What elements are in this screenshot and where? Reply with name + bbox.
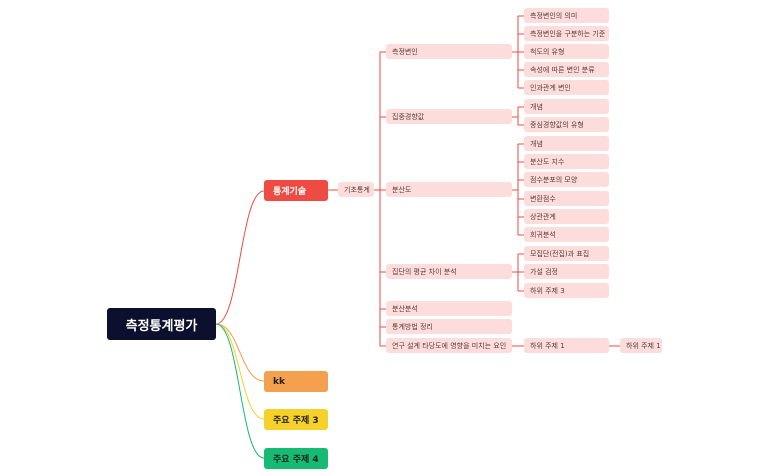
main-topic-kk[interactable]: kk [264,371,328,392]
subtopic-statistical-methods[interactable]: 통계방법 정리 [386,319,512,334]
root-topic[interactable]: 측정통계평가 [107,308,216,340]
leaf-subtopic-1[interactable]: 하위 주제 1 [524,338,609,353]
subtopic-central-tendency[interactable]: 집중경향값 [386,109,512,124]
leaf-causal-variables[interactable]: 인과관계 변인 [524,80,609,95]
leaf-central-concept[interactable]: 개념 [524,99,609,114]
connector-root-main-0 [215,190,265,325]
leaf-correlation[interactable]: 상관관계 [524,209,609,224]
connector-root-main-3 [215,323,265,459]
main-topic-4[interactable]: 주요 주제 4 [264,448,328,469]
subtopic-anova[interactable]: 분산분석 [386,301,512,316]
leaf-subtopic-1-child[interactable]: 하위 주제 1 [620,338,662,353]
leaf-transformed-scores[interactable]: 변환점수 [524,191,609,206]
leaf-scale-types[interactable]: 척도의 유형 [524,44,609,59]
leaf-hypothesis-test[interactable]: 가설 검정 [524,264,609,279]
leaf-distribution-shape[interactable]: 점수분포의 모양 [524,172,609,187]
main-topic-statistics[interactable]: 통계기술 [264,180,328,201]
subtopic-measurement-variables[interactable]: 측정변인 [386,44,512,59]
connector-root-main-2 [215,323,265,420]
subtopic-basic-statistics[interactable]: 기초통계 [338,182,374,197]
leaf-regression[interactable]: 회귀분석 [524,227,609,242]
leaf-variable-criteria[interactable]: 측정변인을 구분하는 기준 [524,26,609,41]
leaf-dispersion-index[interactable]: 분산도 지수 [524,154,609,169]
main-topic-3[interactable]: 주요 주제 3 [264,409,328,430]
leaf-central-types[interactable]: 중심경향값의 유형 [524,117,609,132]
subtopic-validity-factors[interactable]: 연구 설계 타당도에 영향을 미치는 요인 [386,338,512,353]
subtopic-group-mean-difference[interactable]: 집단의 평균 차이 분석 [386,264,512,279]
leaf-subtopic-3[interactable]: 하위 주제 3 [524,283,609,298]
leaf-variable-classification[interactable]: 속성에 따른 변인 분류 [524,62,609,77]
subtopic-dispersion[interactable]: 분산도 [386,182,512,197]
leaf-dispersion-concept[interactable]: 개념 [524,136,609,151]
leaf-population-sample[interactable]: 모집단(전집)과 표집 [524,246,609,261]
connector-root-main-1 [215,323,265,382]
leaf-variable-meaning[interactable]: 측정변인의 의미 [524,8,609,23]
